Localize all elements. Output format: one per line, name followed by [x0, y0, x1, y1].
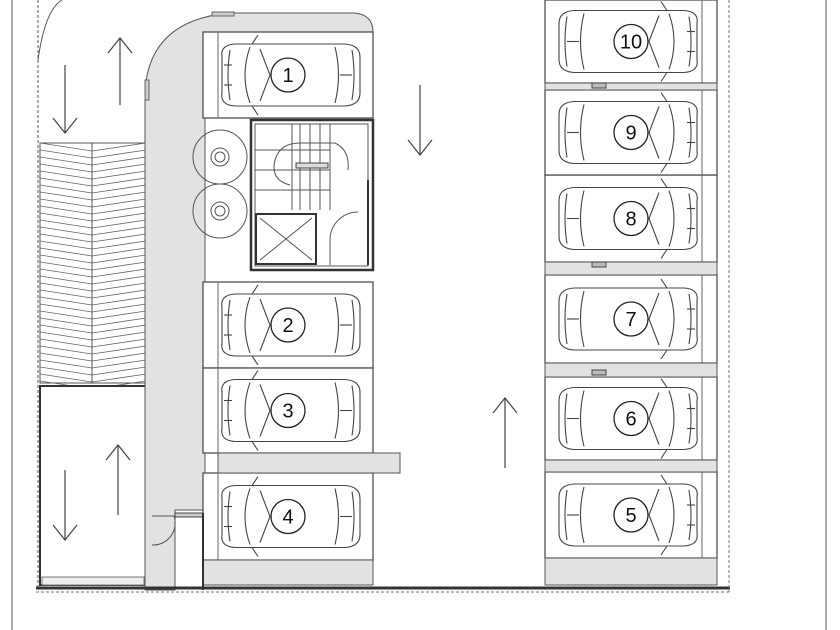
- space-number: 8: [625, 209, 636, 231]
- space-number-circle: [270, 307, 306, 343]
- car-icon: [221, 370, 361, 451]
- space-number: 5: [625, 505, 636, 527]
- arrow-up-icon: [107, 37, 133, 105]
- parking-space-9[interactable]: 9: [544, 89, 718, 176]
- space-number-circle: [613, 497, 649, 533]
- parking-space-10[interactable]: 10: [544, 0, 718, 84]
- arrow-down-icon: [407, 85, 433, 156]
- car-icon: [558, 1, 698, 82]
- column-circles: [192, 129, 248, 239]
- car-icon: [558, 178, 698, 259]
- car-icon: [221, 34, 361, 116]
- strip: [544, 459, 718, 473]
- parking-space-8[interactable]: 8: [544, 174, 718, 263]
- space-number-circle: [270, 57, 306, 93]
- door-swing[interactable]: [329, 211, 359, 265]
- space-number: 4: [282, 507, 293, 529]
- bottom-strip: [544, 557, 718, 586]
- space-number-circle: [613, 114, 649, 151]
- arrow-up-icon: [105, 444, 131, 515]
- parking-bays: 1 2 3 4 5 6 7 8 9 10: [202, 0, 718, 561]
- space-number: 10: [620, 32, 642, 54]
- space-number-circle: [613, 400, 649, 437]
- strip: [544, 82, 718, 91]
- arrow-down-icon: [52, 65, 78, 134]
- service-room: [151, 512, 204, 590]
- strip: [544, 362, 718, 378]
- space-number: 3: [282, 401, 293, 423]
- bottom-strip: [202, 559, 374, 586]
- left-ramp: [37, 0, 149, 590]
- stair-elevator-core: [249, 118, 375, 272]
- space-number-circle: [613, 200, 649, 237]
- arrow-up-icon: [492, 397, 518, 468]
- parking-space-3[interactable]: 3: [202, 367, 374, 454]
- space-number: 2: [282, 315, 293, 337]
- arrow-down-icon: [52, 470, 78, 541]
- parking-space-2[interactable]: 2: [202, 281, 374, 369]
- space-number-circle: [613, 301, 649, 337]
- space-number: 1: [282, 65, 293, 87]
- space-number-circle: [613, 23, 649, 60]
- car-icon: [221, 476, 361, 557]
- divider-wall: [217, 452, 401, 474]
- parking-space-4[interactable]: 4: [202, 472, 374, 561]
- parking-space-1[interactable]: 1: [202, 31, 374, 119]
- car-icon: [558, 92, 698, 173]
- vent-grille: [211, 11, 235, 17]
- parking-space-5[interactable]: 5: [544, 471, 718, 559]
- vent-grille: [144, 79, 150, 101]
- stairs: [255, 124, 349, 210]
- car-icon: [221, 284, 361, 366]
- ramp-hatching: [39, 142, 147, 390]
- space-number-circle: [270, 392, 306, 429]
- car-icon: [558, 474, 698, 556]
- strip: [544, 261, 718, 276]
- car-icon: [558, 378, 698, 459]
- traffic-arrows: [52, 37, 518, 541]
- door-swing[interactable]: [151, 515, 176, 546]
- parking-space-6[interactable]: 6: [544, 376, 718, 461]
- parking-space-7[interactable]: 7: [544, 274, 718, 364]
- space-number: 9: [625, 123, 636, 145]
- space-number: 6: [625, 409, 636, 431]
- car-icon: [558, 278, 698, 360]
- space-number-circle: [270, 498, 306, 535]
- space-number: 7: [625, 309, 636, 331]
